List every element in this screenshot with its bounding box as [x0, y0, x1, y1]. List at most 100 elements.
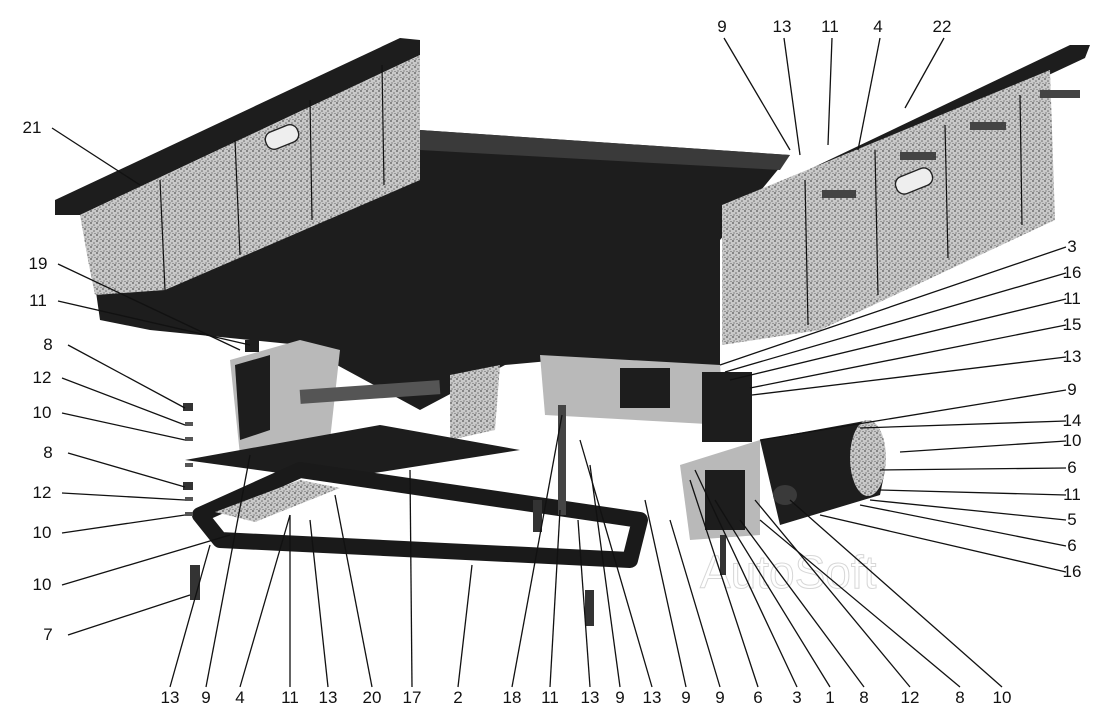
callout-label: 3 [1067, 237, 1076, 256]
leader-line [57, 300, 251, 346]
leader-line [899, 440, 1067, 453]
callout-label: 8 [43, 335, 52, 354]
leader-line [334, 494, 373, 688]
callout-label: 7 [43, 625, 52, 644]
callout-label: 9 [681, 688, 690, 707]
callout-label: 17 [403, 688, 422, 707]
leader-line [689, 479, 759, 688]
leader-line [759, 389, 1067, 441]
right-side-wall [722, 45, 1090, 345]
callout-label: 8 [859, 688, 868, 707]
platform-body [95, 130, 790, 410]
callout-label: 13 [773, 17, 792, 36]
callout-label: 14 [1063, 411, 1082, 430]
leader-line [309, 519, 329, 688]
callout-label: 11 [281, 688, 299, 707]
callout-label: 9 [1067, 380, 1076, 399]
callout-label: 13 [643, 688, 662, 707]
callout-label: 11 [541, 688, 559, 707]
callout-label: 19 [29, 254, 48, 273]
callout-label: 8 [43, 443, 52, 462]
leader-line [879, 489, 1067, 496]
leader-line [61, 534, 231, 586]
callout-label: 11 [821, 17, 839, 36]
callout-label: 12 [33, 368, 52, 387]
callout-label: 10 [33, 523, 52, 542]
loose-bolts [190, 405, 726, 626]
leader-line [669, 519, 721, 688]
callout-label: 6 [753, 688, 762, 707]
leader-line [723, 37, 791, 151]
leader-line [577, 519, 591, 688]
leader-line [409, 469, 413, 688]
callout-label: 2 [453, 688, 462, 707]
callout-label: 9 [201, 688, 210, 707]
leader-line [205, 454, 251, 688]
callout-label: 4 [235, 688, 244, 707]
leader-line [169, 544, 211, 688]
leader-line [61, 412, 186, 441]
bottom-frame [192, 462, 648, 568]
leader-line [61, 377, 186, 426]
callout-label: 10 [993, 688, 1012, 707]
callout-label: 20 [363, 688, 382, 707]
leader-line [239, 514, 291, 688]
callout-label: 12 [33, 483, 52, 502]
callout-label: 18 [503, 688, 522, 707]
watermark-text: AutoSoft [700, 546, 877, 598]
callout-label: 13 [161, 688, 180, 707]
leader-line [61, 514, 186, 534]
callout-label: 11 [29, 291, 47, 310]
callout-label: 5 [1067, 510, 1076, 529]
leader-line [783, 37, 801, 156]
callout-label: 9 [615, 688, 624, 707]
callout-label: 16 [1063, 562, 1082, 581]
lower-left-plate [185, 425, 520, 480]
leader-line [67, 594, 191, 636]
callout-label: 1 [825, 688, 834, 707]
leader-line [694, 469, 798, 688]
leader-line [857, 37, 881, 151]
callout-label: 16 [1063, 263, 1082, 282]
callout-label: 3 [792, 688, 801, 707]
callout-label: 11 [1063, 485, 1081, 504]
leader-line [729, 298, 1067, 381]
bolt-set-right-wall [822, 90, 1080, 198]
left-hinge-bracket [230, 340, 500, 455]
leader-line [511, 414, 563, 688]
callout-label: 8 [955, 688, 964, 707]
leader-line [859, 420, 1067, 429]
leader-line [51, 127, 141, 186]
leader-line [67, 452, 186, 488]
leader-line [724, 272, 1067, 373]
leader-line [714, 499, 831, 688]
left-side-wall [55, 38, 420, 295]
callout-label: 6 [1067, 458, 1076, 477]
callout-label: 21 [23, 118, 42, 137]
leader-line [859, 504, 1067, 547]
callout-label: 4 [873, 17, 882, 36]
leader-line [789, 499, 1003, 688]
leader-line [869, 499, 1067, 521]
washer-column-left [183, 403, 193, 516]
leader-line [549, 509, 561, 688]
right-hinge-block [620, 368, 752, 442]
leader-line [819, 514, 1067, 573]
leader-line [719, 246, 1067, 366]
callout-label: 12 [901, 688, 920, 707]
callout-label: 22 [933, 17, 952, 36]
leader-line [751, 356, 1067, 396]
callout-label: 10 [33, 575, 52, 594]
leader-line [589, 464, 621, 688]
leader-line [904, 37, 945, 109]
leader-line [759, 519, 961, 688]
callout-label: 11 [1063, 289, 1081, 308]
callout-label: 13 [581, 688, 600, 707]
callout-label: 10 [1063, 431, 1082, 450]
leader-line [749, 324, 1067, 389]
leader-line [644, 499, 687, 688]
leader-line [739, 519, 865, 688]
leader-line [879, 467, 1067, 471]
